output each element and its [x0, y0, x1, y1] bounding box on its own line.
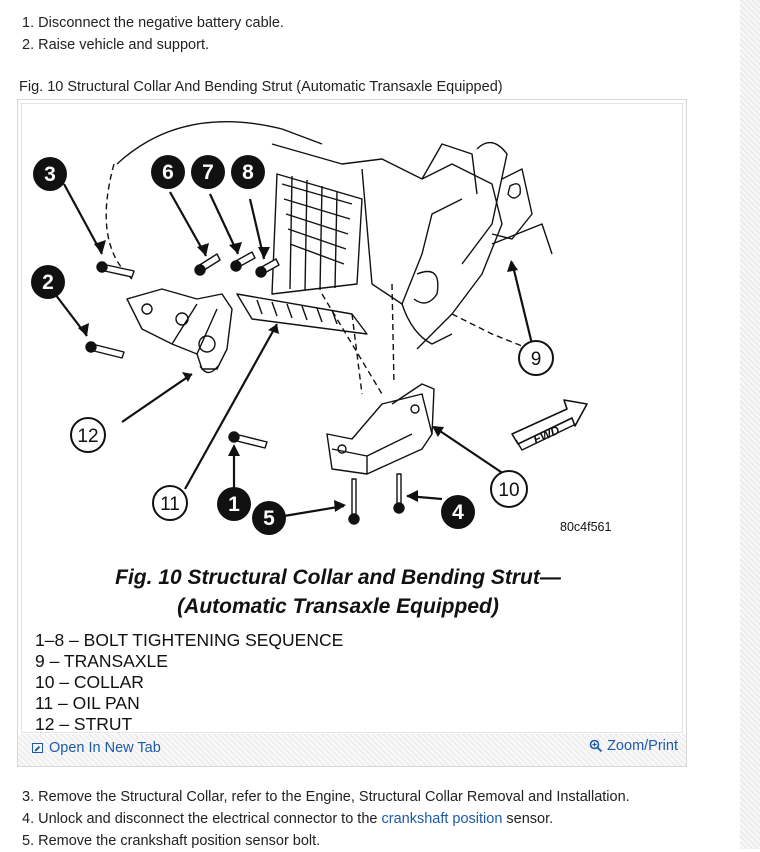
- svg-text:11: 11: [160, 494, 180, 515]
- callout-5: 5: [252, 501, 286, 535]
- svg-text:6: 6: [162, 161, 174, 184]
- page-edge-stripe: [740, 0, 760, 849]
- step-item: 4. Unlock and disconnect the electrical …: [22, 808, 630, 830]
- callout-9: 9: [518, 340, 554, 376]
- svg-text:12: 12: [77, 426, 98, 447]
- diagram-title-line1: Fig. 10 Structural Collar and Bending St…: [115, 566, 561, 589]
- magnifier-icon: [589, 739, 603, 753]
- callout-12: 12: [70, 417, 106, 453]
- callout-4: 4: [441, 495, 475, 529]
- svg-text:9: 9: [531, 349, 542, 370]
- legend-item: 11 – OIL PAN: [35, 693, 140, 713]
- figure-container: FWD 3 2 6 7 8 1 5 4 12 11 9 10 80c4f561 …: [17, 99, 687, 767]
- figure-toolbar: Open In New Tab Zoom/Print: [18, 734, 686, 766]
- svg-text:8: 8: [242, 161, 254, 184]
- callout-3: 3: [33, 157, 67, 191]
- steps-list-top: 1. Disconnect the negative battery cable…: [22, 12, 284, 56]
- svg-text:1: 1: [228, 493, 240, 516]
- diagram-legend: 1–8 – BOLT TIGHTENING SEQUENCE 9 – TRANS…: [35, 630, 343, 735]
- callout-6: 6: [151, 155, 185, 189]
- svg-text:10: 10: [498, 480, 519, 501]
- step-text: sensor.: [502, 811, 554, 827]
- svg-text:2: 2: [42, 271, 54, 294]
- step-text: 4. Unlock and disconnect the electrical …: [22, 811, 382, 827]
- figure-image[interactable]: FWD 3 2 6 7 8 1 5 4 12 11 9 10 80c4f561 …: [21, 103, 683, 735]
- legend-item: 1–8 – BOLT TIGHTENING SEQUENCE: [35, 630, 344, 650]
- step-item: 2. Raise vehicle and support.: [22, 37, 209, 53]
- zoom-print-label: Zoom/Print: [607, 738, 678, 754]
- svg-text:7: 7: [202, 161, 214, 184]
- svg-text:3: 3: [44, 163, 56, 186]
- crankshaft-position-link[interactable]: crankshaft position: [381, 811, 503, 827]
- step-item: 5. Remove the crankshaft position sensor…: [22, 833, 321, 849]
- steps-list-bottom: 3. Remove the Structural Collar, refer t…: [22, 786, 630, 852]
- callout-7: 7: [191, 155, 225, 189]
- callout-11: 11: [152, 485, 188, 521]
- callout-2: 2: [31, 265, 65, 299]
- step-item: 3. Remove the Structural Collar, refer t…: [22, 789, 630, 805]
- open-in-new-tab-link[interactable]: Open In New Tab: [32, 740, 161, 756]
- svg-text:4: 4: [452, 501, 464, 524]
- callout-8: 8: [231, 155, 265, 189]
- callout-10: 10: [490, 470, 528, 508]
- legend-item: 12 – STRUT: [35, 714, 133, 734]
- diagram-code: 80c4f561: [560, 520, 612, 534]
- open-in-new-tab-label: Open In New Tab: [49, 740, 161, 756]
- figure-caption: Fig. 10 Structural Collar And Bending St…: [19, 79, 503, 95]
- callout-1: 1: [217, 487, 251, 521]
- step-item: 1. Disconnect the negative battery cable…: [22, 15, 284, 31]
- collar-strut-diagram: FWD 3 2 6 7 8 1 5 4 12 11 9 10: [31, 120, 588, 535]
- open-new-tab-icon: [32, 743, 43, 753]
- svg-text:5: 5: [263, 507, 275, 530]
- zoom-print-link[interactable]: Zoom/Print: [589, 738, 678, 754]
- diagram-title-line2: (Automatic Transaxle Equipped): [177, 595, 499, 618]
- legend-item: 9 – TRANSAXLE: [35, 651, 168, 671]
- legend-item: 10 – COLLAR: [35, 672, 144, 692]
